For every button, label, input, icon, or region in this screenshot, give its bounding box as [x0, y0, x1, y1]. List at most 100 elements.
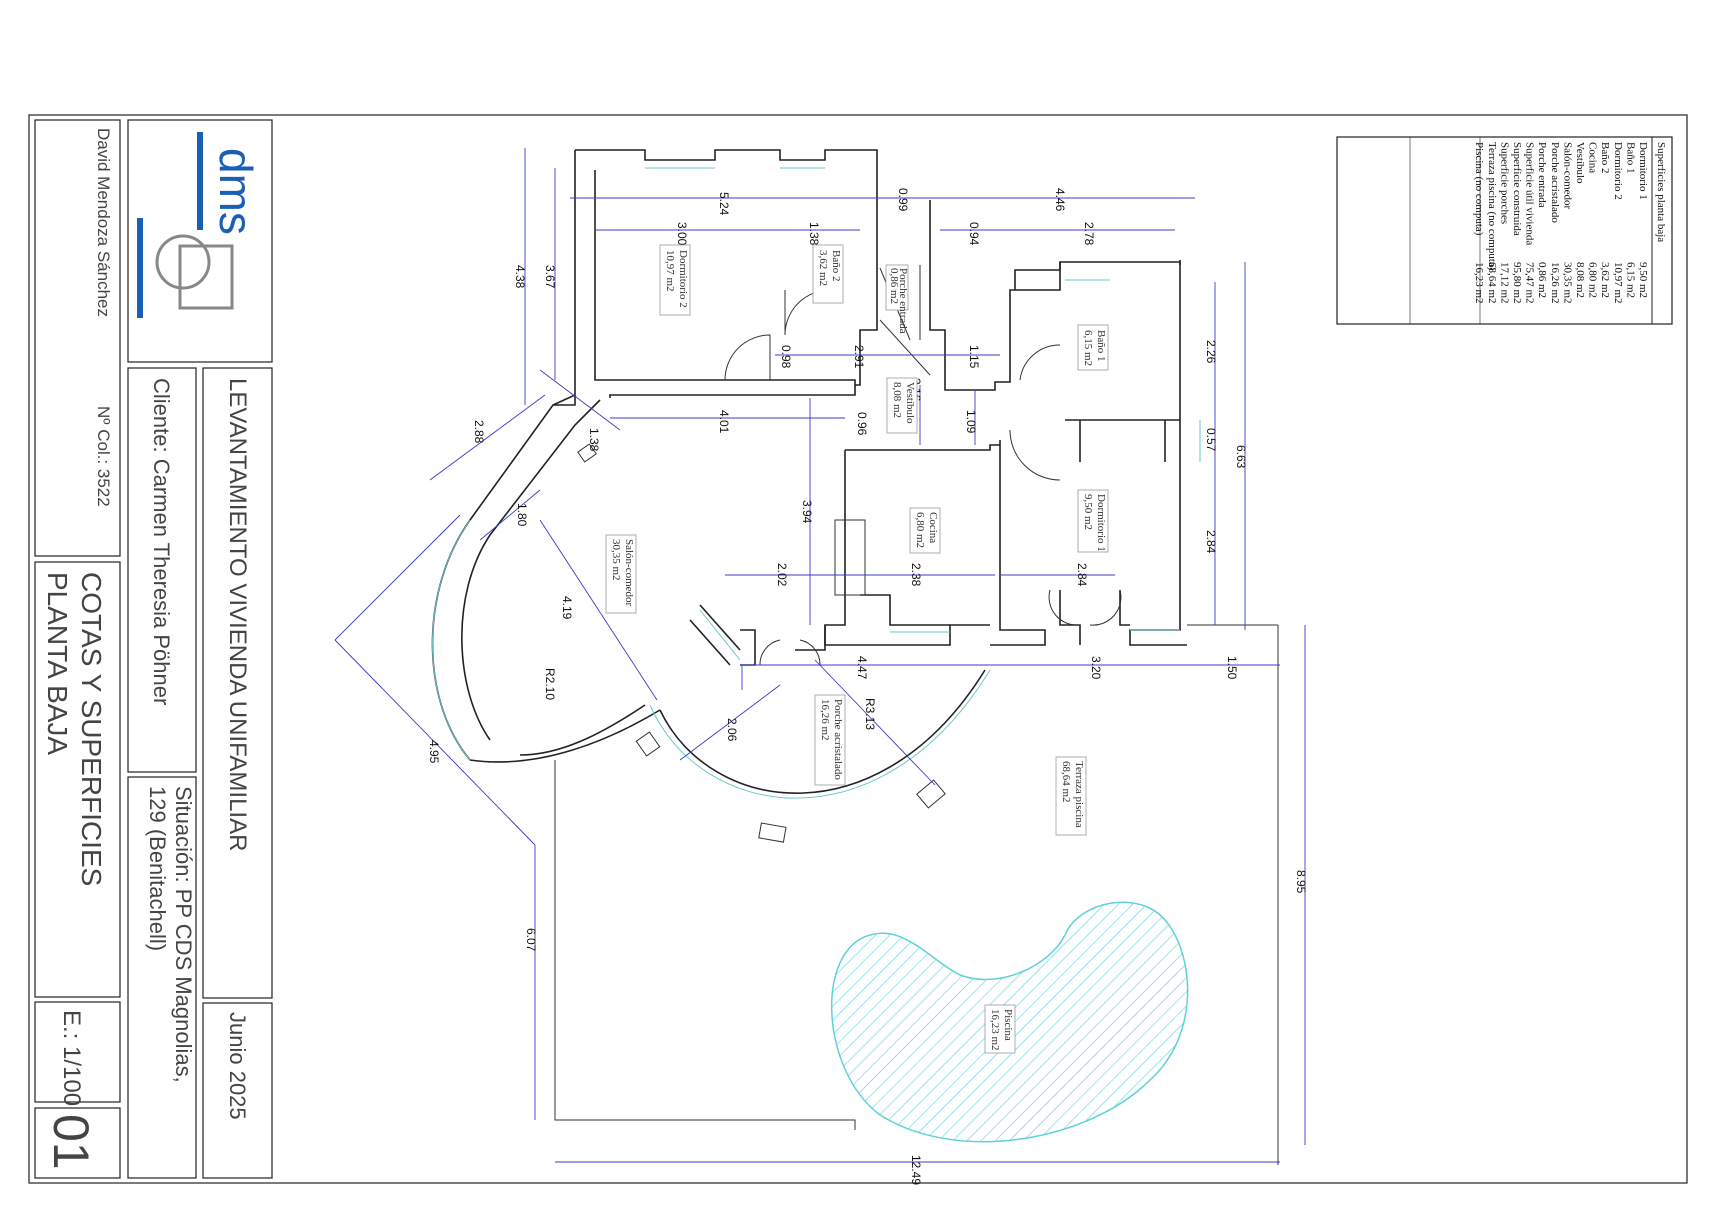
dim-2-78: 2.78: [1082, 222, 1096, 246]
dim-4-19: 4.19: [560, 596, 574, 620]
room-bano-1-name: Baño 1: [1095, 330, 1107, 361]
terrace-boundary: [554, 760, 856, 1130]
curved-walls: [431, 394, 991, 799]
client-name: Cliente: Carmen Theresia Pöhner: [149, 378, 174, 705]
curve-column-1: [758, 822, 787, 843]
room-dormitorio-2-name: Dormitorio 2: [677, 250, 689, 308]
dimension-labels: 5.24 0.99 4.46 3.00 1.38 0.94 2.78 4.38 …: [427, 188, 1308, 1185]
dim-1-15: 1.15: [967, 345, 981, 369]
room-vestibulo-name: Vestíbulo: [904, 382, 916, 424]
dim-r2-10: R2.10: [543, 668, 557, 700]
drawing-title-line2: PLANTA BAJA: [42, 572, 73, 755]
room-porche-acristalado-name: Porche acristalado: [832, 699, 844, 780]
tb-date-cell: [202, 1002, 273, 1179]
room-salon-area: 30,35 m2: [610, 539, 622, 581]
windows: [645, 167, 1201, 633]
areas-row-label: Porche acristalado: [1549, 142, 1561, 223]
areas-row-label: Dormitorio 1: [1637, 142, 1649, 200]
areas-row-value: 0,86 m2: [1536, 262, 1548, 298]
room-bano-2-area: 3,62 m2: [817, 250, 829, 286]
dim-8-95: 8.95: [1294, 870, 1308, 894]
dim-r3-13: R3.13: [863, 698, 877, 730]
areas-table: Superficies planta baja Dormitorio 19,50…: [1336, 136, 1673, 325]
dim-4-95: 4.95: [427, 740, 441, 764]
dim-2-06: 2.06: [725, 718, 739, 742]
dim-12-49: 12.49: [909, 1155, 923, 1185]
room-dormitorio-2-area: 10,97 m2: [664, 250, 676, 292]
dim-0-94: 0.94: [967, 222, 981, 246]
areas-row-value: 17,12 m2: [1498, 262, 1510, 304]
areas-row-label: Piscina (no computa): [1473, 142, 1485, 236]
dim-3-00: 3.00: [675, 222, 689, 246]
areas-row-value: 68,64 m2: [1486, 262, 1498, 304]
areas-row-label: Superficie construida: [1511, 142, 1523, 236]
dim-3-20: 3.20: [1089, 656, 1103, 680]
dim-2-38: 2.38: [909, 563, 923, 587]
areas-row-label: Cocina: [1587, 142, 1599, 173]
dim-5-24: 5.24: [717, 192, 731, 216]
dim-2-26: 2.26: [1204, 340, 1218, 364]
dim-2-02: 2.02: [775, 563, 789, 587]
areas-table-title: Superficies planta baja: [1655, 142, 1667, 242]
location-line2: 129 (Benitachell): [145, 786, 170, 951]
kitchen-counter: [834, 519, 866, 596]
dim-0-98: 0.98: [779, 345, 793, 369]
corner-column: [577, 443, 597, 463]
dim-6-07: 6.07: [524, 928, 538, 952]
dim-4-38: 4.38: [513, 265, 527, 289]
dim-4-01: 4.01: [717, 410, 731, 434]
areas-row-label: Superficie porches: [1498, 142, 1510, 224]
room-piscina-name: Piscina: [1002, 1009, 1014, 1041]
areas-row-label: Baño 2: [1599, 142, 1611, 173]
dim-2-84-b: 2.84: [1075, 563, 1089, 587]
dim-4-46: 4.46: [1053, 188, 1067, 212]
dim-3-94: 3.94: [800, 500, 814, 524]
room-salon-name: Salón-comedor: [623, 539, 635, 607]
dim-0-99: 0.99: [896, 188, 910, 212]
tb-location-cell: [127, 776, 197, 1179]
room-porche-acristalado-area: 16,26 m2: [819, 699, 831, 741]
tb-client-cell: [127, 367, 197, 773]
areas-row-label: Porche entrada: [1536, 142, 1548, 208]
college-number: Nº Col.: 3522: [94, 406, 113, 507]
dim-4-47: 4.47: [855, 656, 869, 680]
areas-row-value: 75,47 m2: [1524, 262, 1536, 304]
logo-text: dms: [210, 148, 262, 235]
dms-logo: dms: [137, 132, 262, 318]
dim-6-63: 6.63: [1234, 445, 1248, 469]
dim-1-09: 1.09: [964, 410, 978, 434]
areas-row-label: Baño 1: [1624, 142, 1636, 173]
location-line1: Situación: PP CDS Magnolias,: [171, 786, 196, 1083]
areas-row-value: 8,08 m2: [1574, 262, 1586, 298]
curve-column-2: [916, 779, 946, 809]
sheet-frame: [28, 114, 1688, 1184]
areas-row-value: 16,23 m2: [1473, 262, 1485, 304]
room-bano-1-area: 6,15 m2: [1082, 330, 1094, 366]
room-labels: Dormitorio 2 10,97 m2 Baño 2 3,62 m2 Por…: [605, 244, 1109, 1054]
author-name: David Mendoza Sánchez: [94, 128, 113, 317]
project-title: LEVANTAMIENTO VIVIENDA UNIFAMILIAR: [224, 378, 251, 851]
curve-column-3: [635, 731, 661, 757]
room-piscina-area: 16,23 m2: [989, 1009, 1001, 1051]
room-bano-2-name: Baño 2: [830, 250, 842, 281]
doors: [724, 265, 1122, 666]
areas-row-value: 6,80 m2: [1587, 262, 1599, 298]
room-porche-entrada-area: 0,86 m2: [888, 268, 900, 304]
dim-1-80: 1.80: [515, 503, 529, 527]
areas-row-value: 30,35 m2: [1561, 262, 1573, 304]
areas-row-value: 3,62 m2: [1599, 262, 1611, 298]
room-terraza-name: Terraza piscina: [1073, 761, 1085, 828]
tb-title-cell: [202, 367, 273, 999]
dim-1-38-b: 1.38: [587, 428, 601, 452]
room-dormitorio-1-area: 9,50 m2: [1082, 494, 1094, 530]
dim-0-57: 0.57: [1204, 428, 1218, 452]
project-date: Junio 2025: [225, 1012, 250, 1120]
tb-scale-cell: [34, 1001, 121, 1103]
areas-row-label: Salón-comedor: [1561, 142, 1573, 210]
dim-2-84-a: 2.84: [1204, 530, 1218, 554]
dimension-lines: [334, 148, 1306, 1163]
tb-author-cell: [34, 119, 121, 557]
dim-0-96: 0.96: [855, 412, 869, 436]
scale-label: E.: 1/100: [58, 1010, 85, 1106]
